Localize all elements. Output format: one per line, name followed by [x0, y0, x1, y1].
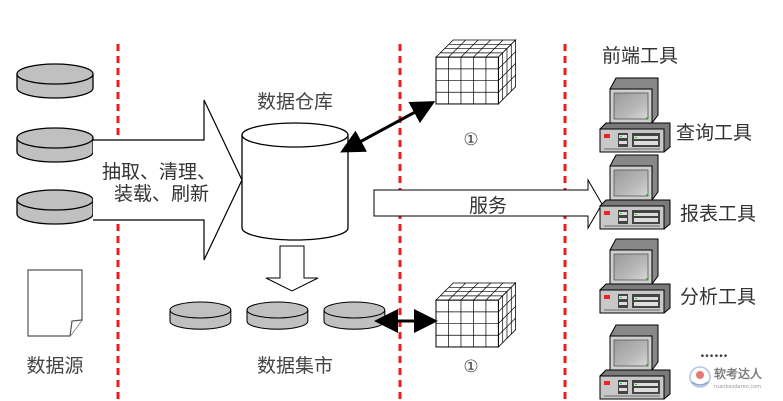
watermark-url: ruankaodaren.com [714, 384, 761, 390]
watermark-name: 软考达人 [714, 366, 763, 381]
more-tools-computer-icon [599, 324, 671, 400]
etl-label-line1: 抽取、清理、 [102, 161, 216, 183]
data-warehouse-label: 数据仓库 [257, 91, 333, 113]
analysis-tool-label: 分析工具 [680, 286, 756, 308]
mart-database-icon [169, 301, 232, 330]
olap-cube-bottom-icon [435, 282, 517, 348]
olap-cube-top-label: ① [463, 130, 478, 150]
warehouse-cube-arrow [340, 101, 436, 153]
warehouse-to-mart-arrow [265, 245, 319, 292]
data-mart-label: 数据集市 [257, 355, 333, 377]
document-icon [27, 269, 83, 337]
report-tool-label: 报表工具 [680, 203, 756, 225]
more-tools-ellipsis: …… [700, 345, 728, 361]
service-arrow [373, 178, 603, 230]
olap-cube-top-icon [435, 39, 517, 105]
olap-cube-bottom-label: ① [463, 357, 478, 377]
frontend-title: 前端工具 [602, 45, 678, 67]
mart-database-icon [246, 301, 309, 330]
report-tool-computer-icon [599, 154, 671, 230]
data-mart-databases [169, 301, 386, 330]
service-label: 服务 [469, 195, 507, 217]
data-source-label: 数据源 [26, 355, 83, 377]
source-database-icon [16, 63, 94, 99]
analysis-tool-computer-icon [599, 238, 671, 314]
source-database-icon [16, 127, 94, 163]
data-warehouse-cylinder-icon [241, 122, 349, 241]
query-tool-computer-icon [599, 77, 671, 153]
etl-label-line2: 装载、刷新 [114, 183, 209, 205]
source-database-icon [16, 189, 94, 225]
query-tool-label: 查询工具 [676, 122, 752, 144]
data-source-databases [16, 63, 94, 225]
watermark: 软考达人 ruankaodaren.com [689, 366, 763, 390]
mart-database-icon [323, 301, 386, 330]
